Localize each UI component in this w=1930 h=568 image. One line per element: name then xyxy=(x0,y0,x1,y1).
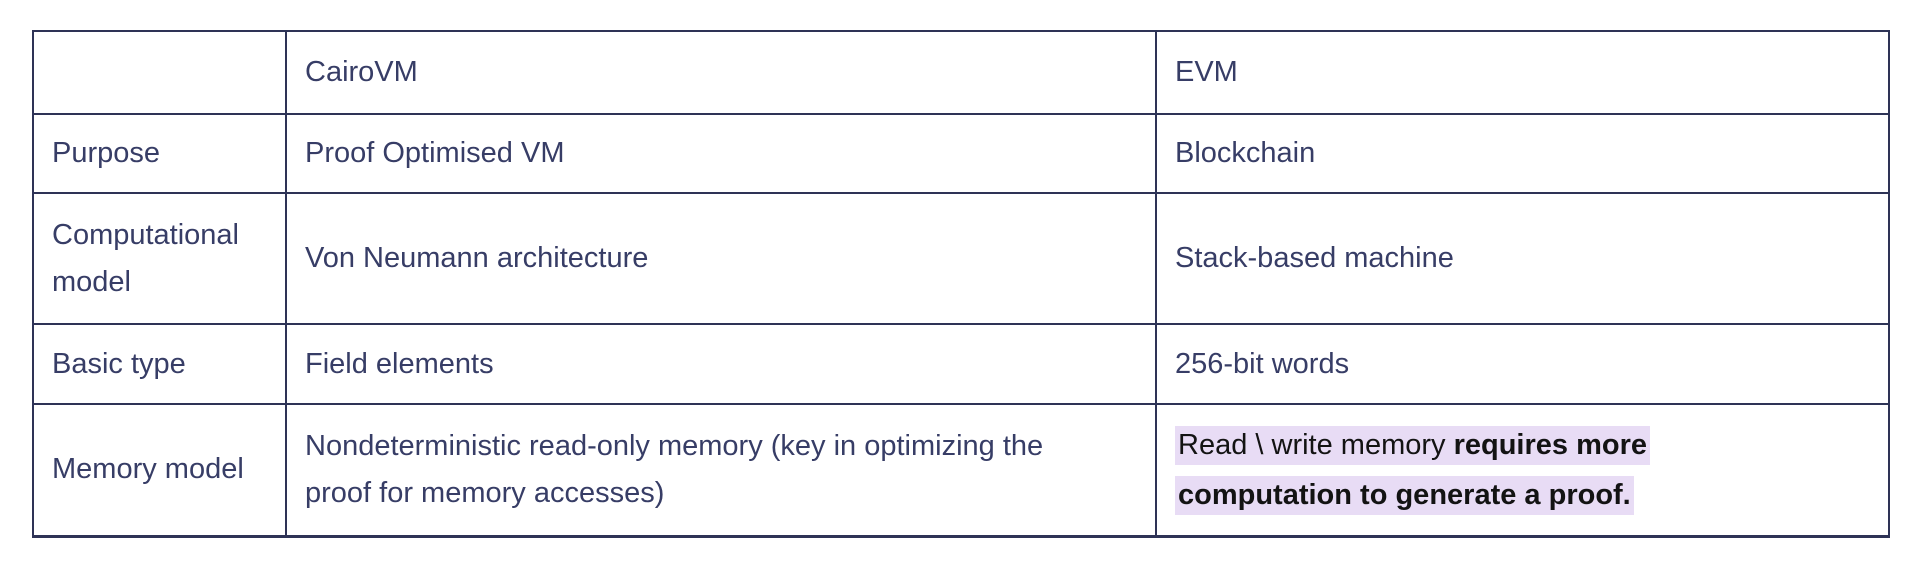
cell-memory-cairovm: Nondeterministic read-only memory (key i… xyxy=(285,403,1157,537)
header-cell-evm: EVM xyxy=(1155,30,1890,115)
memory-evm-line-2: computation to generate a proof. xyxy=(1175,475,1870,515)
comparison-table: CairoVM EVM Purpose Proof Optimised VM B… xyxy=(32,30,1890,538)
row-label-computational-model: Computational model xyxy=(32,192,287,325)
memory-cairovm-line-1: Nondeterministic read-only memory (key i… xyxy=(305,429,1044,462)
cell-memory-evm: Read \ write memory requires more comput… xyxy=(1155,403,1890,537)
row-label-purpose: Purpose xyxy=(32,113,287,194)
memory-evm-line-1: Read \ write memory requires more xyxy=(1175,425,1870,465)
highlight-mark: Read \ write memory requires more xyxy=(1175,425,1650,465)
cell-computational-cairovm: Von Neumann architecture xyxy=(285,192,1157,325)
header-cell-blank xyxy=(32,30,287,115)
row-label-memory-model: Memory model xyxy=(32,403,287,537)
comparison-table-container: CairoVM EVM Purpose Proof Optimised VM B… xyxy=(32,30,1890,538)
memory-evm-bold-text-2: computation to generate a proof. xyxy=(1178,478,1631,511)
cell-basic-evm: 256-bit words xyxy=(1155,323,1890,405)
memory-cairovm-line-2: proof for memory accesses) xyxy=(305,476,665,509)
header-row: CairoVM EVM xyxy=(32,30,1890,115)
header-cell-cairovm: CairoVM xyxy=(285,30,1157,115)
row-basic-type: Basic type Field elements 256-bit words xyxy=(32,323,1890,405)
row-computational-model: Computational model Von Neumann architec… xyxy=(32,192,1890,325)
cell-purpose-evm: Blockchain xyxy=(1155,113,1890,194)
cell-computational-evm: Stack-based machine xyxy=(1155,192,1890,325)
row-label-basic-type: Basic type xyxy=(32,323,287,405)
memory-evm-regular-text: Read \ write memory xyxy=(1178,428,1454,461)
memory-evm-bold-text-1: requires more xyxy=(1453,428,1647,461)
row-memory-model: Memory model Nondeterministic read-only … xyxy=(32,403,1890,537)
cell-purpose-cairovm: Proof Optimised VM xyxy=(285,113,1157,194)
highlight-mark: computation to generate a proof. xyxy=(1175,475,1634,515)
row-purpose: Purpose Proof Optimised VM Blockchain xyxy=(32,113,1890,194)
cell-basic-cairovm: Field elements xyxy=(285,323,1157,405)
